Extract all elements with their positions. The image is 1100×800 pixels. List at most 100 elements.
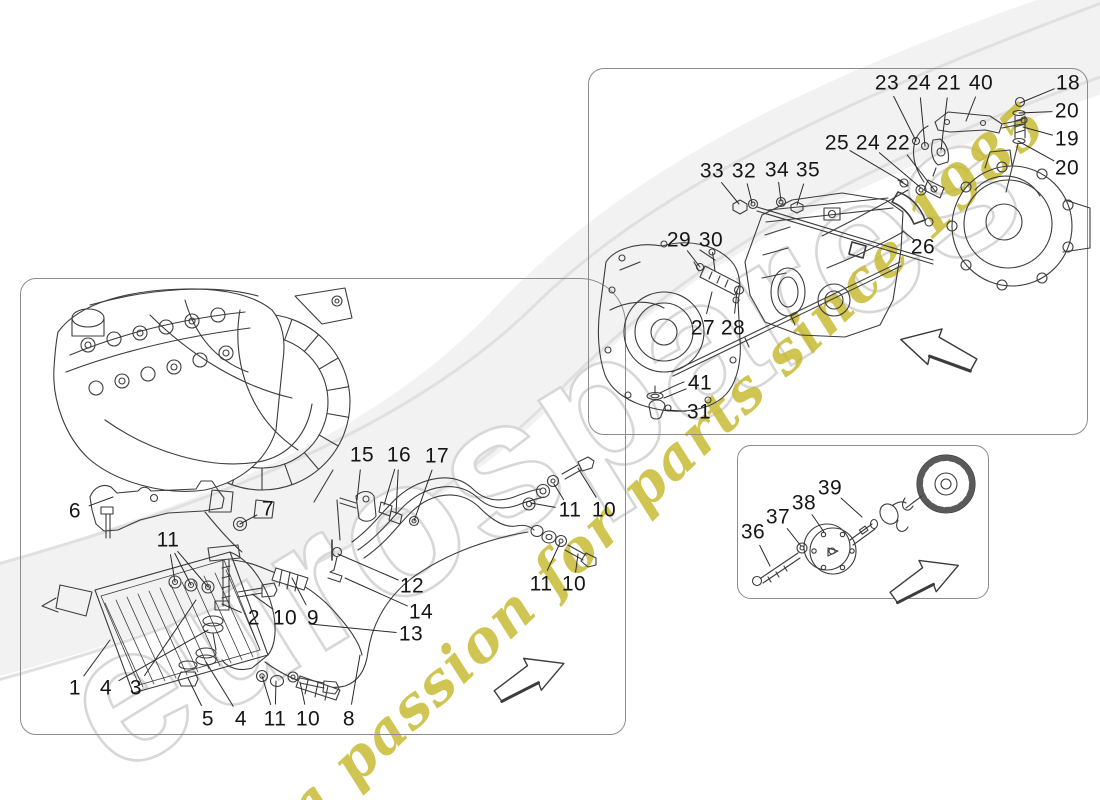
- callout-4: 4: [99, 676, 113, 700]
- leader-line: [919, 97, 926, 147]
- callout-8: 8: [342, 707, 356, 731]
- oil-pipes-drawing: [231, 456, 597, 701]
- leader-line: [356, 469, 361, 501]
- oil-pump-drawing: [751, 454, 976, 587]
- callout-21: 21: [936, 71, 962, 95]
- callout-9: 9: [306, 606, 320, 630]
- callout-32: 32: [731, 159, 757, 183]
- callout-17: 17: [424, 444, 450, 468]
- leader-line: [221, 603, 242, 613]
- leader-line: [712, 251, 716, 272]
- engine-drawing: [53, 287, 353, 519]
- callout-31: 31: [686, 400, 712, 424]
- leader-line: [746, 183, 753, 204]
- callout-20: 20: [1054, 156, 1080, 180]
- callout-15: 15: [349, 443, 375, 467]
- callout-37: 37: [765, 505, 791, 529]
- leader-line: [530, 502, 556, 508]
- callout-23: 23: [874, 71, 900, 95]
- callout-2: 2: [247, 606, 261, 630]
- leader-line: [849, 150, 904, 183]
- leader-line: [291, 577, 307, 606]
- callout-27: 27: [690, 316, 716, 340]
- leader-line: [546, 542, 561, 571]
- callout-34: 34: [764, 158, 790, 182]
- callout-10: 10: [561, 572, 587, 596]
- callout-22: 22: [885, 131, 911, 155]
- leader-line: [83, 639, 111, 677]
- leader-line: [344, 577, 408, 607]
- callout-39: 39: [817, 476, 843, 500]
- leader-line: [351, 654, 361, 705]
- leader-line: [144, 599, 197, 677]
- callout-11: 11: [558, 498, 582, 522]
- callout-25: 25: [824, 131, 850, 155]
- callout-13: 13: [398, 622, 424, 646]
- direction-arrow: [900, 328, 978, 373]
- callout-24: 24: [906, 71, 932, 95]
- leader-line: [170, 554, 176, 583]
- leader-line: [906, 154, 937, 193]
- leader-line: [663, 388, 687, 399]
- callout-10: 10: [591, 498, 617, 522]
- leader-line: [1017, 140, 1055, 162]
- leader-line: [665, 409, 687, 412]
- callout-20: 20: [1054, 99, 1080, 123]
- leader-line: [118, 629, 209, 682]
- callout-19: 19: [1054, 127, 1080, 151]
- leader-line: [575, 553, 579, 573]
- oil-cooler-panel-border: [20, 278, 626, 735]
- leader-line: [778, 181, 782, 202]
- callout-35: 35: [795, 158, 821, 182]
- leader-line: [205, 661, 234, 707]
- callout-10: 10: [295, 707, 321, 731]
- callout-33: 33: [699, 159, 725, 183]
- leader-line: [88, 496, 114, 507]
- leader-line: [878, 152, 922, 189]
- callout-3: 3: [129, 676, 143, 700]
- callout-29: 29: [666, 228, 692, 252]
- leader-line: [965, 96, 976, 122]
- gearbox-panel-border: [588, 68, 1088, 435]
- leader-line: [811, 514, 825, 533]
- leader-line: [734, 290, 738, 314]
- callout-1: 1: [68, 676, 82, 700]
- callout-7: 7: [261, 497, 275, 521]
- leader-line: [413, 469, 433, 522]
- direction-arrow: [493, 657, 565, 703]
- callout-40: 40: [968, 71, 994, 95]
- leader-line: [299, 681, 306, 705]
- leader-line: [893, 95, 917, 142]
- leader-line: [902, 230, 916, 242]
- oil-cooler-drawing: [41, 551, 276, 694]
- callout-11: 11: [263, 707, 287, 731]
- gearbox-housings-drawing: [597, 149, 1091, 420]
- callout-30: 30: [698, 228, 724, 252]
- leader-line: [940, 97, 948, 151]
- leader-line: [395, 469, 399, 515]
- callout-38: 38: [791, 491, 817, 515]
- leader-line: [239, 514, 258, 525]
- leader-line: [577, 467, 597, 498]
- leader-line: [274, 680, 277, 705]
- callout-16: 16: [386, 443, 412, 467]
- callout-10: 10: [272, 606, 298, 630]
- leader-line: [1022, 126, 1053, 136]
- direction-arrow: [889, 559, 960, 605]
- leader-line: [177, 550, 209, 588]
- leader-line: [759, 544, 771, 567]
- leader-line: [1018, 111, 1053, 114]
- callout-11: 11: [156, 528, 180, 552]
- callout-11: 11: [529, 572, 553, 596]
- oil-pump-panel-border: [737, 445, 989, 599]
- callout-12: 12: [399, 574, 425, 598]
- leader-line: [1019, 88, 1055, 104]
- leader-line: [174, 552, 192, 586]
- callout-24: 24: [855, 131, 881, 155]
- leader-line: [840, 497, 863, 518]
- callout-5: 5: [201, 707, 215, 731]
- callout-28: 28: [720, 316, 746, 340]
